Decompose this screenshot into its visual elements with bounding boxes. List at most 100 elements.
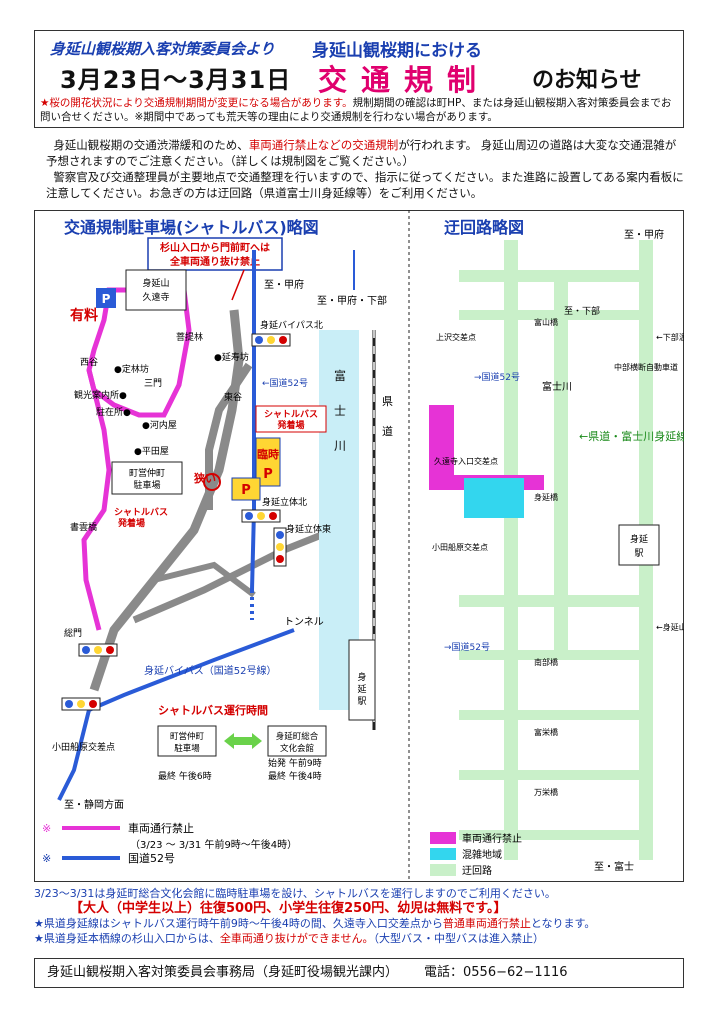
river-label-1: 富: [334, 368, 346, 383]
shuttle-stop-2-box: [255, 405, 327, 433]
r-legend1: 車両通行禁止: [462, 832, 522, 845]
tunnel-label: トンネル: [284, 616, 324, 628]
legend1-sub: （3/23 〜 3/31 午前9時〜午後4時）: [130, 838, 297, 851]
r-fujikawa: 富士川: [542, 380, 572, 393]
legend2-text: 国道52号: [128, 851, 175, 865]
kankou-label: 観光案内所●: [74, 389, 127, 401]
station-box: [348, 639, 376, 721]
footer-price: 【大人（中学生以上）往復500円、小学生往復250円、幼児は無料です。】: [70, 901, 507, 916]
shuttle-arrow: [224, 733, 262, 749]
station-label-3: 駅: [357, 696, 366, 707]
title-line1: 身延山観桜期における: [312, 41, 482, 61]
legend1-text: 車両通行禁止: [128, 821, 194, 835]
footer-text: 3/23〜3/31は身延町総合文化会館に臨時駐車場を設け、シャトルバスを運行しま…: [34, 886, 684, 946]
traffic-light-2: [241, 509, 281, 523]
period-dates: 3月23日〜3月31日: [60, 66, 292, 94]
choei-p-2: 駐車場: [133, 479, 160, 491]
shuttle-from-1: 町営仲町: [170, 731, 205, 742]
shuttle-stop-2: シャトルバス: [264, 409, 318, 420]
r-road-v1: [504, 240, 518, 860]
to-shizuoka-label: 至・静岡方面: [64, 798, 124, 811]
first2-label: 始発 午前9時: [268, 757, 322, 769]
route52-bypass: [57, 628, 295, 801]
river-label-2: 士: [334, 404, 346, 418]
r-restricted: [429, 405, 454, 490]
r-station-2: 駅: [634, 548, 643, 559]
footer-line4a: ★県道身延本栖線の杉山入口からは、: [34, 932, 220, 945]
sanmon-label: 三門: [144, 378, 162, 389]
road-cross: [132, 526, 336, 624]
road-inner: [205, 362, 253, 510]
r-to-fuji: 至・富士: [594, 860, 634, 873]
teirinbo-label: ●定林坊: [114, 363, 149, 375]
r-road-h5: [459, 710, 649, 720]
shuttle-to-1: 身延町総合: [276, 731, 319, 742]
r-station-box: [618, 524, 660, 566]
legend2-mark: ※: [42, 852, 51, 865]
r-nanbu: 南部橋: [534, 657, 558, 667]
bodairin-label: 菩提林: [176, 331, 203, 343]
title-suffix: のお知らせ: [532, 68, 642, 93]
header-box: [34, 30, 684, 128]
national52-label: ←国道52号: [262, 377, 308, 389]
kenmichi-label: 県: [382, 395, 393, 408]
r-kuonji-cross: 久遠寺入口交差点: [434, 456, 498, 466]
r-legend3-swatch: [430, 864, 456, 876]
footer-line3: ★県道身延線はシャトルバス運行時午前9時〜午後4時の間、久遠寺入口交差点から普通…: [34, 916, 684, 931]
r-manei: 万栄橋: [534, 787, 558, 797]
station-label-2: 延: [357, 683, 366, 695]
rittai-kita-label: 身延立体北: [262, 496, 307, 508]
footer-line3-red: 普通車両通行禁止: [442, 917, 531, 930]
p-box-label: P: [241, 483, 251, 498]
r-pref-road: ←県道・富士川身延線: [579, 429, 684, 443]
traffic-light-3: [273, 527, 287, 567]
r-to-shimobe: 至・下部: [564, 305, 600, 317]
odafune-label: 小田船原交差点: [52, 741, 115, 753]
footer-line3b: となります。: [530, 917, 596, 930]
paid-label: 有料: [70, 307, 98, 324]
kuonji-p-box: [125, 269, 187, 311]
r-road-h7: [459, 830, 649, 840]
r-tomie: 富栄橋: [534, 727, 558, 737]
restricted-road: [81, 369, 112, 631]
parking-icon-p: P: [102, 292, 111, 306]
choei-p-box: [111, 461, 183, 495]
chuzaisho-label: 駐在所●: [96, 406, 131, 418]
header-note: ★桜の開花状況により交通規制期間が変更になる場合があります。規制期間の確認は町H…: [40, 96, 680, 124]
traffic-light-1: [251, 333, 291, 347]
kuonji-p-label-2: 久遠寺: [142, 291, 169, 303]
r-legend2-swatch: [430, 848, 456, 860]
choei-p-1: 町営仲町: [129, 467, 165, 479]
kawauchiya-label: ●河内屋: [142, 419, 177, 431]
station-label-1: 身: [357, 671, 366, 683]
r-road-h2: [459, 310, 649, 320]
intro-text: 身延山観桜期の交通渋滞緩和のため、車両通行禁止などの交通規制が行われます。 身延…: [46, 137, 686, 201]
right-map-title: 迂回路略図: [444, 218, 524, 237]
to-kofu-shimobe: 至・甲府・下部: [317, 294, 387, 307]
maps-svg: 交通規制駐車場(シャトルバス)略図 杉山入口から門前町へは 全車両通り抜け禁止 …: [42, 210, 684, 882]
hiradaya-label: ●平田屋: [134, 446, 169, 457]
traffic-light-4: [78, 643, 118, 657]
road-school: [153, 561, 256, 598]
footer-line3a: ★県道身延線はシャトルバス運行時午前9時〜午後4時の間、久遠寺入口交差点から: [34, 917, 443, 930]
r-congested: [464, 478, 524, 518]
to-kofu-left: 至・甲府: [264, 278, 304, 291]
r-road-h1: [459, 270, 649, 282]
kuonji-p-label-1: 身延山: [142, 277, 169, 289]
note-red: ★桜の開花状況により交通規制期間が変更になる場合があります。: [40, 97, 353, 109]
rinji-p: P: [263, 467, 273, 482]
r-route52b: →国道52号: [444, 641, 490, 653]
shuttle-to-box: [267, 725, 327, 757]
shuttle-time-title: シャトルバス運行時間: [158, 703, 268, 717]
r-legend2: 混雑地域: [462, 848, 502, 861]
bypass-label: 身延バイパス（国道52号線）: [144, 664, 277, 677]
callout-line2: 全車両通り抜け禁止: [169, 255, 260, 268]
shoun-label: 書雲橋: [70, 521, 97, 533]
main-title: 交通規制: [318, 63, 491, 97]
intro-p1: 身延山観桜期の交通渋滞緩和のため、車両通行禁止などの交通規制が行われます。 身延…: [46, 137, 686, 169]
footer-line4: ★県道身延本栖線の杉山入口からは、全車両通り抜けができません。（大型バス・中型バ…: [34, 931, 684, 946]
r-tomiyama: 富山橋: [534, 317, 558, 327]
shuttle-stop-1: シャトルバス: [114, 507, 168, 518]
semai-marker: [203, 473, 221, 491]
p-box: [231, 477, 261, 501]
